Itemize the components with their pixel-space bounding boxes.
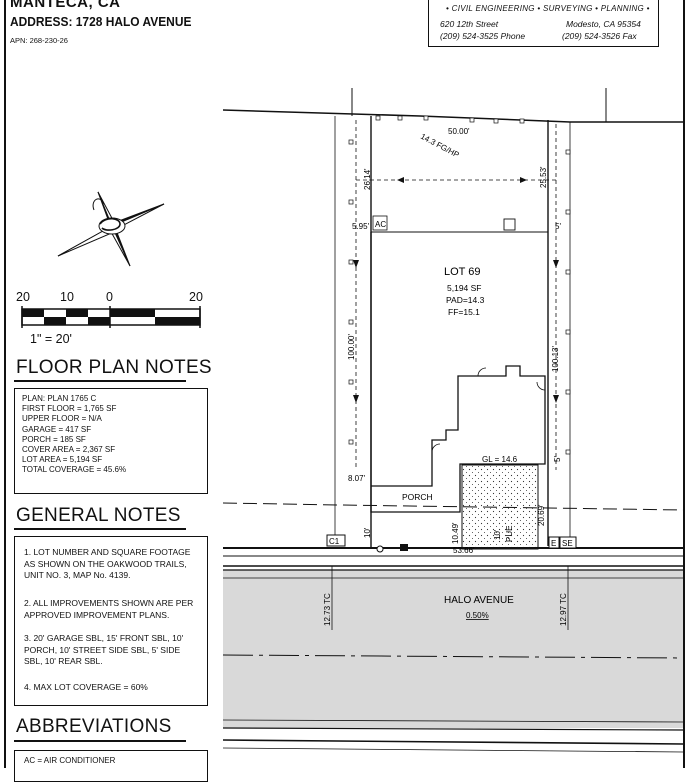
floor-plan-note-porch: PORCH = 185 SF	[22, 434, 86, 444]
floor-plan-note-plan: PLAN: PLAN 1765 C	[22, 394, 97, 403]
title-block-street: 620 12th Street	[440, 19, 499, 29]
floor-plan-notes-list: PLAN: PLAN 1765 C FIRST FLOOR = 1,765 SF…	[22, 394, 126, 476]
ac-pad	[503, 218, 516, 231]
corner-e-box	[548, 536, 560, 549]
pue-label: PUE	[505, 526, 514, 542]
driveway-dim: 20.69'	[537, 504, 546, 526]
corner-se-label: SE	[562, 539, 573, 548]
general-note-4: 4. MAX LOT COVERAGE = 60%	[24, 682, 148, 692]
drainage-lines	[355, 120, 557, 470]
floor-plan-note-total-coverage: TOTAL COVERAGE = 45.6%	[22, 465, 127, 475]
abbreviation-ac: AC = AIR CONDITIONER	[24, 756, 116, 765]
floor-plan-notes-box	[14, 388, 208, 494]
title-block-phone: (209) 524-3525 Phone	[440, 31, 526, 41]
left-depth-dim: 100.00'	[347, 334, 356, 360]
porch-setback-dim: 8.07'	[348, 474, 366, 483]
right-depth-dim: 100.13'	[551, 346, 560, 372]
title-block-city: Modesto, CA 95354	[566, 19, 641, 29]
title-block	[428, 0, 659, 47]
front-left-setback-dim: 10'	[363, 527, 372, 538]
title-block-services: • CIVIL ENGINEERING • SURVEYING • PLANNI…	[446, 4, 650, 13]
rear-property-line	[222, 109, 683, 123]
ac-label: AC	[375, 220, 386, 229]
sheet-border-left	[4, 0, 6, 768]
pue-width-dim: 10'	[493, 529, 502, 540]
abbreviations-rule	[14, 740, 186, 742]
street-pavement	[223, 570, 683, 728]
general-notes-rule	[14, 528, 186, 530]
corner-se-box	[559, 536, 577, 549]
pad-elevation: PAD=14.3	[446, 295, 485, 305]
rear-setback-right-dim: 25.53'	[539, 166, 548, 188]
drainage-arrows	[353, 177, 559, 403]
project-city: MANTECA, CA	[10, 0, 121, 11]
scale-label: 1" = 20'	[30, 332, 72, 346]
scale-tick-20-left: 20	[16, 290, 30, 304]
scale-bar-graphic	[21, 306, 201, 328]
side-setback-right-2-dim: 5'	[553, 456, 562, 462]
lot-number: LOT 69	[444, 266, 481, 278]
tc-left: 12.73 TC	[323, 593, 332, 626]
floor-plan-note-cover-area: COVER AREA = 2,367 SF	[22, 445, 116, 455]
north-arrow-icon	[57, 191, 165, 267]
floor-plan-note-garage: GARAGE = 417 SF	[22, 424, 92, 434]
lot-area: 5,194 SF	[447, 283, 482, 293]
drive-setback-dim: 10.49'	[451, 522, 460, 544]
street-slope: 0.50%	[466, 611, 489, 620]
ac-label-box	[372, 215, 388, 231]
scale-tick-0: 0	[106, 290, 113, 304]
house-footprint	[370, 232, 546, 513]
floor-plan-notes-rule	[14, 380, 186, 382]
rear-width-dim: 50.00'	[448, 127, 470, 136]
fence-markers	[348, 115, 571, 455]
garage-grade: GL = 14.6	[482, 455, 518, 464]
street-name: HALO AVENUE	[444, 595, 514, 606]
abbreviations-title: ABBREVIATIONS	[16, 716, 172, 737]
floor-plan-note-lot-area: LOT AREA = 5,194 SF	[22, 455, 103, 465]
corner-c1-box	[326, 534, 346, 547]
sheet-border-right	[683, 0, 685, 768]
floor-plan-note-upper-floor: UPPER FLOOR = N/A	[22, 414, 102, 424]
general-notes-box	[14, 536, 208, 706]
rear-setback-left-dim: 26.14'	[363, 168, 372, 190]
project-apn: APN: 268-230-26	[10, 36, 68, 45]
project-address: ADDRESS: 1728 HALO AVENUE	[10, 14, 192, 29]
general-note-2: 2. ALL IMPROVEMENTS SHOWN ARE PER APPROV…	[24, 598, 194, 620]
floor-plan-notes-title: FLOOR PLAN NOTES	[16, 357, 212, 378]
corner-e-label: E	[551, 539, 556, 548]
general-note-1: 1. LOT NUMBER AND SQUARE FOOTAGE AS SHOW…	[24, 547, 191, 580]
floor-plan-note-first-floor: FIRST FLOOR = 1,765 SF	[22, 404, 117, 414]
tc-right: 12.97 TC	[559, 593, 568, 626]
porch-label: PORCH	[402, 492, 433, 502]
front-width-dim: 53.66'	[453, 546, 475, 555]
title-block-fax: (209) 524-3526 Fax	[562, 31, 637, 41]
utility-box-icon	[400, 544, 408, 551]
finish-floor: FF=15.1	[448, 307, 480, 317]
pue-line	[222, 502, 684, 511]
water-meter-icon	[376, 545, 384, 553]
general-note-3: 3. 20' GARAGE SBL, 15' FRONT SBL, 10' PO…	[24, 633, 184, 666]
general-notes-title: GENERAL NOTES	[16, 505, 181, 526]
side-setback-right-dim: 5'	[555, 222, 561, 231]
scale-tick-20-right: 20	[189, 290, 203, 304]
corner-c1-label: C1	[329, 537, 340, 546]
scale-tick-10: 10	[60, 290, 74, 304]
street-centerline	[222, 654, 684, 659]
side-setback-left-dim: 5.95'	[352, 222, 370, 231]
